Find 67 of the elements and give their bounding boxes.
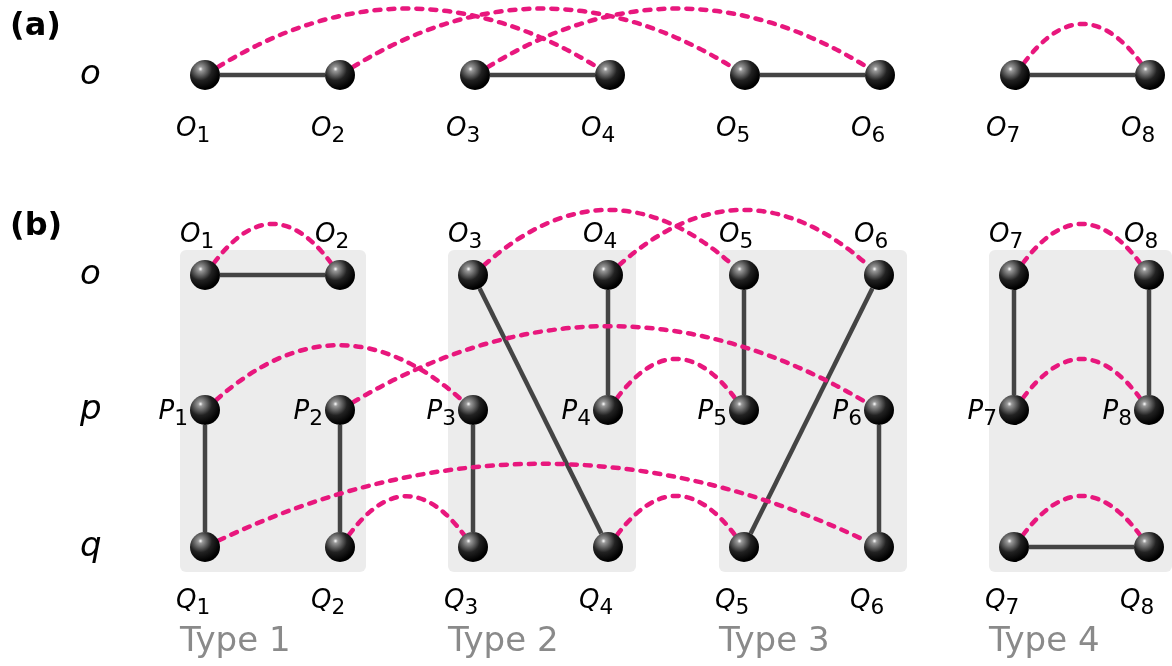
connector-line xyxy=(748,287,875,535)
node-label: O$_{6}$ xyxy=(854,220,889,252)
node-label: Q$_{1}$ xyxy=(176,586,211,618)
dashed-arc xyxy=(213,343,465,403)
dashed-arc xyxy=(346,493,467,538)
node-label: O$_{6}$ xyxy=(851,114,886,146)
row-label: o xyxy=(80,255,101,289)
node-label: Q$_{4}$ xyxy=(579,586,614,618)
dashed-arc xyxy=(614,356,738,401)
node-label: P$_{2}$ xyxy=(293,397,323,429)
connector-line xyxy=(1146,290,1152,395)
connector-line xyxy=(490,72,595,78)
node-label: P$_{4}$ xyxy=(561,397,591,429)
connector-line xyxy=(876,425,882,532)
dashed-arc xyxy=(1020,493,1143,538)
node-label: O$_{4}$ xyxy=(581,114,616,146)
group-label: Type 3 xyxy=(719,622,830,656)
connector-line xyxy=(470,425,476,532)
node-label: O$_{7}$ xyxy=(986,114,1021,146)
dashed-arc xyxy=(211,221,334,266)
connector-line xyxy=(202,425,208,532)
group-label: Type 4 xyxy=(989,622,1100,656)
node-label: O$_{2}$ xyxy=(311,114,346,146)
group-label: Type 2 xyxy=(448,622,559,656)
panel-label: (a) xyxy=(10,8,61,40)
connector-line xyxy=(1011,290,1017,395)
dashed-arc xyxy=(1020,221,1143,266)
node-label: O$_{2}$ xyxy=(315,220,350,252)
node-label: Q$_{5}$ xyxy=(715,586,750,618)
node-label: Q$_{7}$ xyxy=(985,586,1020,618)
connector-line xyxy=(337,425,343,532)
node-label: O$_{5}$ xyxy=(719,220,754,252)
dashed-arc xyxy=(1021,21,1144,66)
connector-line xyxy=(477,287,604,535)
node-label: P$_{3}$ xyxy=(426,397,456,429)
node-label: O$_{5}$ xyxy=(716,114,751,146)
dashed-arc xyxy=(1020,356,1143,401)
node-label: O$_{3}$ xyxy=(448,220,483,252)
connector-line xyxy=(741,290,747,395)
dashed-arc xyxy=(614,493,738,538)
node-label: O$_{4}$ xyxy=(583,220,618,252)
connector-line xyxy=(220,272,325,278)
node-label: P$_{8}$ xyxy=(1102,397,1132,429)
node-label: O$_{1}$ xyxy=(180,220,215,252)
connector-line xyxy=(220,72,325,78)
group-label: Type 1 xyxy=(180,622,291,656)
node-label: Q$_{2}$ xyxy=(311,586,346,618)
node-label: O$_{1}$ xyxy=(176,114,211,146)
node-label: O$_{8}$ xyxy=(1121,114,1156,146)
panel-label: (b) xyxy=(10,208,63,240)
node-label: P$_{5}$ xyxy=(697,397,727,429)
connector-line xyxy=(1029,544,1134,550)
node-label: P$_{7}$ xyxy=(967,397,997,429)
node-label: P$_{6}$ xyxy=(832,397,862,429)
node-label: O$_{8}$ xyxy=(1124,220,1159,252)
node-label: P$_{1}$ xyxy=(158,397,188,429)
connector-line xyxy=(1030,72,1135,78)
row-label: p xyxy=(80,390,102,424)
node-label: Q$_{8}$ xyxy=(1120,586,1155,618)
connector-line xyxy=(760,72,865,78)
node-label: O$_{3}$ xyxy=(446,114,481,146)
row-label: o xyxy=(80,55,101,89)
node-label: Q$_{3}$ xyxy=(444,586,479,618)
row-label: q xyxy=(80,527,102,561)
connector-line xyxy=(605,290,611,395)
node-label: O$_{7}$ xyxy=(989,220,1024,252)
node-label: Q$_{6}$ xyxy=(850,586,885,618)
